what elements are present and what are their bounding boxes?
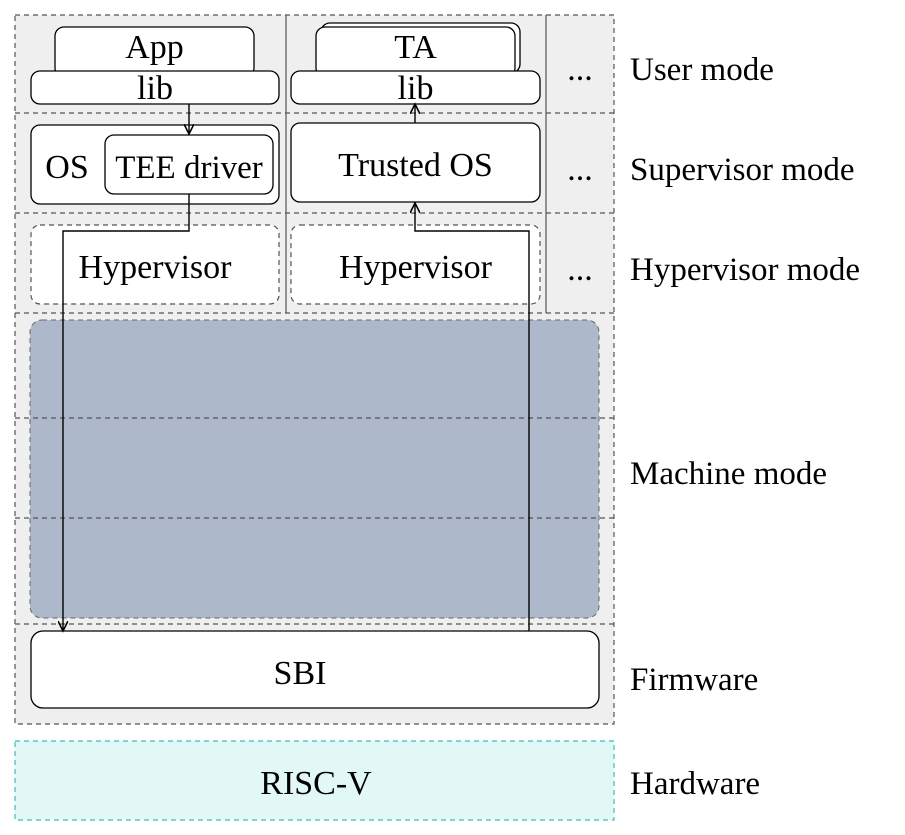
os-label: OS — [45, 149, 88, 186]
mode-label-firmware: Firmware — [630, 662, 758, 698]
mode-label-hypervisor: Hypervisor mode — [630, 252, 860, 288]
sbi-label: SBI — [274, 655, 327, 692]
normal-hypervisor-box — [30, 224, 280, 305]
arrow-tee-driver-to-sbi — [63, 194, 190, 631]
hardware-label: RISC-V — [260, 765, 372, 802]
secure-hypervisor-label: Hypervisor — [339, 249, 493, 286]
mode-label-machine: Machine mode — [630, 456, 827, 492]
mode-label-user: User mode — [630, 52, 774, 88]
trusted-os-label: Trusted OS — [338, 147, 493, 184]
ellipsis-hypervisor: ... — [567, 251, 593, 288]
normal-hypervisor-label: Hypervisor — [79, 249, 233, 286]
arrow-sbi-to-trusted-os — [415, 203, 530, 631]
ellipsis-user: ... — [567, 51, 593, 88]
ellipsis-supervisor: ... — [567, 151, 593, 188]
mode-label-hardware: Hardware — [630, 766, 760, 802]
mode-label-supervisor: Supervisor mode — [630, 152, 855, 188]
normal-lib-label: lib — [137, 70, 173, 107]
tee-driver-label: TEE driver — [115, 150, 263, 186]
secure-hypervisor-box — [290, 224, 541, 305]
secure-lib-label: lib — [398, 70, 434, 107]
normal-lib-box — [30, 70, 280, 105]
ta-label: TA — [394, 29, 437, 66]
app-label: App — [125, 29, 184, 66]
hardware-box — [14, 740, 615, 821]
machine-mode-region — [29, 319, 600, 619]
sbi-box — [30, 630, 600, 709]
